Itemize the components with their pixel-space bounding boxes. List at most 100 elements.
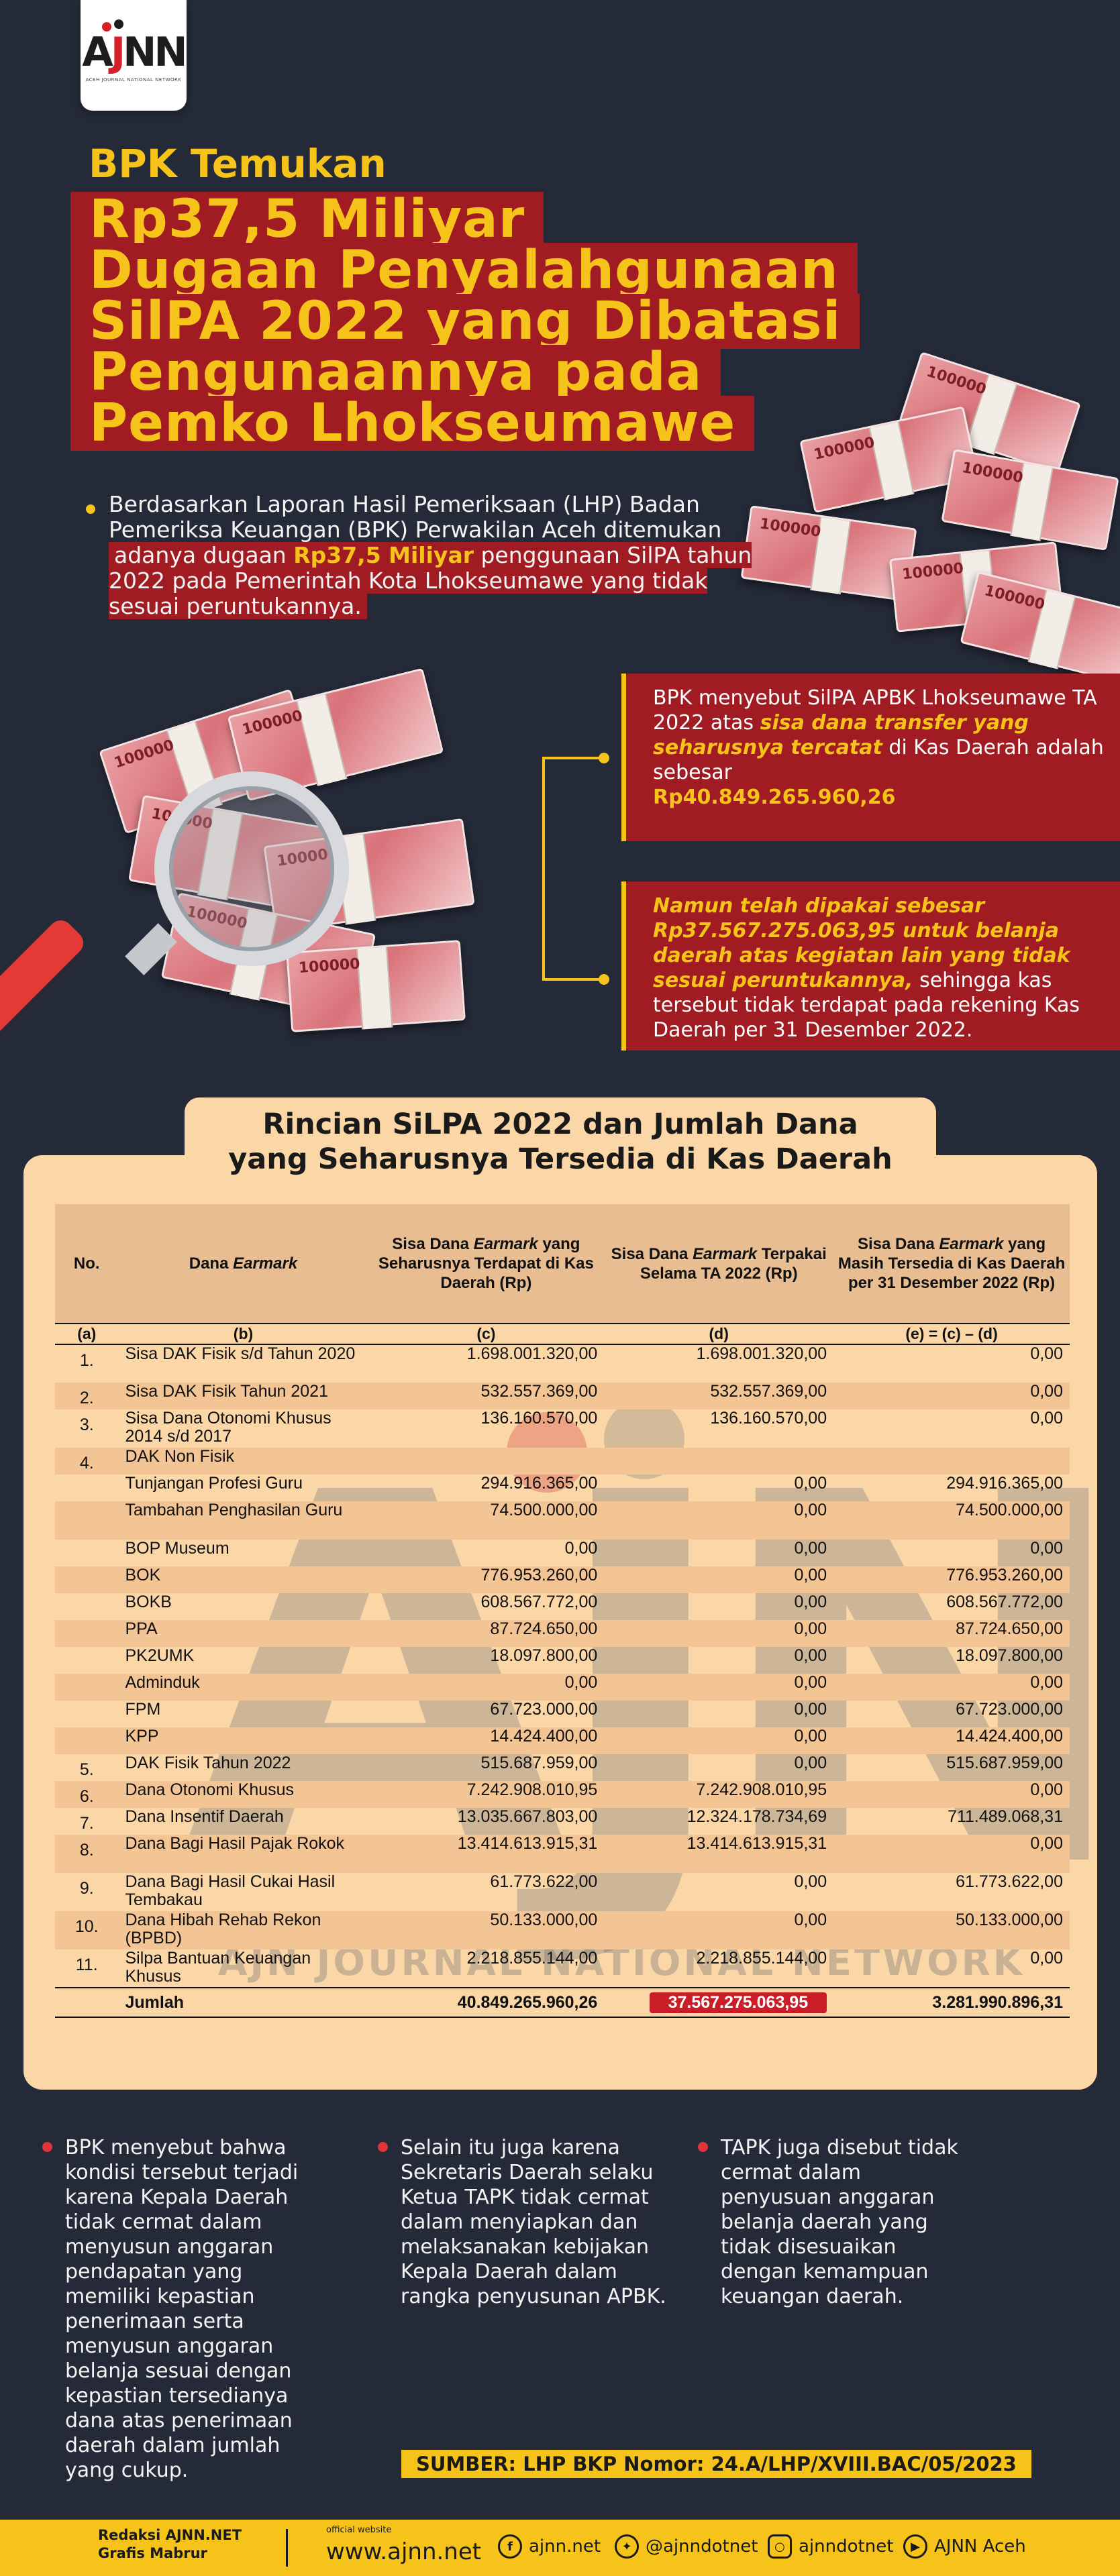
bullet-item: TAPK juga disebut tidak cermat dalam pen…: [698, 2135, 976, 2309]
cell-d: 0,00: [794, 1474, 827, 1493]
cell-c: 87.724.650,00: [368, 1620, 605, 1647]
cell-e: 0,00: [1030, 1409, 1063, 1428]
cell-no: [55, 1674, 119, 1701]
headline-line: Pemko Lhokseumawe: [70, 396, 755, 451]
col-header-d: Sisa Dana Earmark Terpakai Selama TA 202…: [604, 1204, 834, 1324]
cell-desc: PK2UMK: [125, 1646, 195, 1665]
connector-line: [542, 978, 604, 981]
cell-d: 0,00: [604, 1911, 834, 1949]
cell-c: 608.567.772,00: [480, 1593, 598, 1611]
table-row: 10.Dana Hibah Rehab Rekon (BPBD)50.133.0…: [55, 1911, 1070, 1949]
sub-label: (c): [368, 1323, 605, 1345]
cell-d: 0,00: [604, 1727, 834, 1754]
youtube-link[interactable]: ▶AJNN Aceh: [903, 2534, 1026, 2559]
cell-desc: Dana Hibah Rehab Rekon (BPBD): [118, 1911, 368, 1949]
cell-c: 515.687.959,00: [480, 1754, 598, 1772]
cell-c: 61.773.622,00: [490, 1872, 598, 1891]
magnifier-icon: [154, 771, 349, 966]
cell-c: [368, 1448, 605, 1474]
bullet-dot: [42, 2142, 52, 2152]
cell-e: 0,00: [1030, 1949, 1063, 1968]
sub-label: (e) = (c) – (d): [833, 1323, 1070, 1345]
cell-desc: BOKB: [125, 1593, 172, 1611]
table-row: 3.Sisa Dana Otonomi Khusus 2014 s/d 2017…: [55, 1409, 1070, 1448]
cell-c: 294.916.365,00: [480, 1474, 598, 1493]
cell-d: 0,00: [604, 1620, 834, 1647]
cell-e: 61.773.622,00: [956, 1872, 1063, 1891]
total-e: 3.281.990.896,31: [833, 1987, 1070, 2018]
cell-e: 74.500.000,00: [833, 1501, 1070, 1540]
cell-d: 0,00: [604, 1674, 834, 1701]
cell-d: 13.414.613.915,31: [604, 1835, 834, 1873]
total-c: 40.849.265.960,26: [368, 1987, 605, 2018]
official-website-label: official website: [326, 2525, 392, 2535]
cell-e: 14.424.400,00: [833, 1727, 1070, 1754]
cell-d: 0,00: [794, 1646, 827, 1665]
cell-c: 74.500.000,00: [368, 1501, 605, 1540]
cell-d: 0,00: [794, 1754, 827, 1772]
cell-desc: Dana Insentif Daerah: [125, 1807, 284, 1826]
table-row: 4.DAK Non Fisik: [55, 1448, 1070, 1474]
instagram-icon: ○: [768, 2534, 792, 2559]
cell-no: [55, 1620, 119, 1647]
cell-desc: Sisa DAK Fisik s/d Tahun 2020: [125, 1344, 356, 1363]
cell-e: 0,00: [1030, 1344, 1063, 1363]
cell-no: [55, 1501, 119, 1540]
table-subheader-row: (a) (b) (c) (d) (e) = (c) – (d): [55, 1323, 1070, 1345]
cell-d: 532.557.369,00: [604, 1383, 834, 1409]
cell-e: 0,00: [833, 1674, 1070, 1701]
bullet-item: Selain itu juga karena Sekretaris Daerah…: [378, 2135, 669, 2309]
info-box-usage: Namun telah dipakai sebesar Rp37.567.275…: [621, 881, 1120, 1051]
cell-desc: FPM: [125, 1700, 161, 1719]
cell-d: [604, 1448, 834, 1474]
cell-no: 7.: [79, 1814, 94, 1833]
cell-e: 776.953.260,00: [833, 1566, 1070, 1593]
cell-no: [55, 1727, 119, 1754]
cell-desc: Dana Otonomi Khusus: [118, 1781, 368, 1808]
cell-e: 67.723.000,00: [956, 1700, 1063, 1719]
cell-no: 5.: [79, 1760, 94, 1779]
connector-dot: [599, 753, 609, 763]
cell-c: 0,00: [564, 1539, 598, 1558]
cell-desc: BOK: [118, 1566, 368, 1593]
silpa-table: No. Dana Earmark Sisa Dana Earmark yang …: [55, 1204, 1070, 2018]
cell-e: 87.724.650,00: [833, 1620, 1070, 1647]
bullet-item: BPK menyebut bahwa kondisi tersebut terj…: [42, 2135, 334, 2483]
website-link[interactable]: www.ajnn.net: [326, 2538, 482, 2565]
cell-c: 136.160.570,00: [480, 1409, 598, 1428]
cell-desc: DAK Non Fisik: [118, 1448, 368, 1474]
cell-c: 14.424.400,00: [368, 1727, 605, 1754]
cell-no: [55, 1987, 119, 2018]
table-header-row: No. Dana Earmark Sisa Dana Earmark yang …: [55, 1204, 1070, 1324]
twitter-link[interactable]: ✦@ajnndotnet: [615, 2534, 758, 2559]
bullet-dot: [698, 2142, 708, 2152]
bullet-dot: [86, 504, 95, 514]
cell-e: 608.567.772,00: [946, 1593, 1063, 1611]
cell-no: 10.: [55, 1911, 119, 1949]
cell-c: 13.414.613.915,31: [368, 1835, 605, 1873]
logo-dot: [102, 21, 112, 32]
logo-mark: AJNN: [82, 19, 188, 76]
intro-highlight: adanya dugaan Rp37,5 Miliyar penggunaan …: [109, 542, 752, 619]
headline-line: Pengunaannya pada: [70, 345, 721, 400]
connector-line: [542, 757, 604, 759]
instagram-link[interactable]: ○ajnndotnet: [768, 2534, 893, 2559]
sub-label: (a): [55, 1323, 119, 1345]
cell-c: 532.557.369,00: [368, 1383, 605, 1409]
col-header-e: Sisa Dana Earmark yang Masih Tersedia di…: [833, 1204, 1070, 1324]
cell-e: 0,00: [833, 1835, 1070, 1873]
cell-d: 0,00: [794, 1700, 827, 1719]
footer-divider: [286, 2529, 288, 2567]
